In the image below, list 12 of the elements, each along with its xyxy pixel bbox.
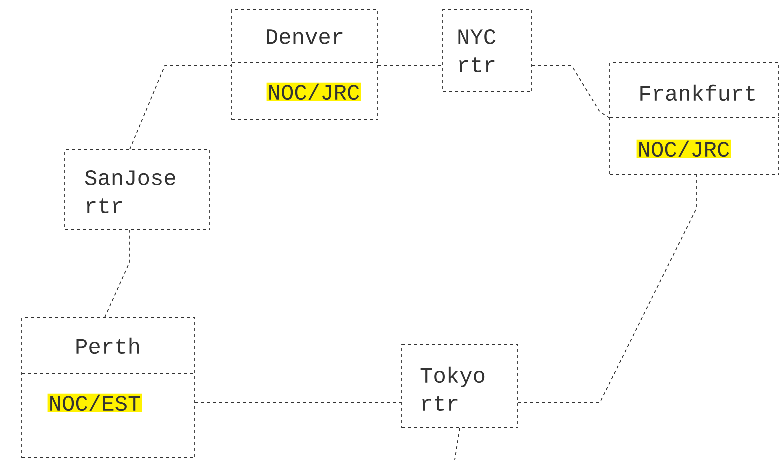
router-box: Denver NOC/JRC [232, 10, 378, 120]
router-box: NYC rtr [442, 10, 532, 92]
link-line [532, 66, 610, 118]
router-box: Tokyo rtr [402, 344, 518, 428]
router-box: SanJose rtr [64, 150, 210, 230]
router-box: Perth NOC/EST [22, 318, 196, 458]
link-line [454, 428, 460, 460]
link-line [104, 230, 130, 318]
link-line [130, 66, 232, 150]
router-box: Frankfurt NOC/JRC [610, 62, 780, 176]
link-line [195, 402, 402, 404]
link-line [518, 175, 698, 404]
